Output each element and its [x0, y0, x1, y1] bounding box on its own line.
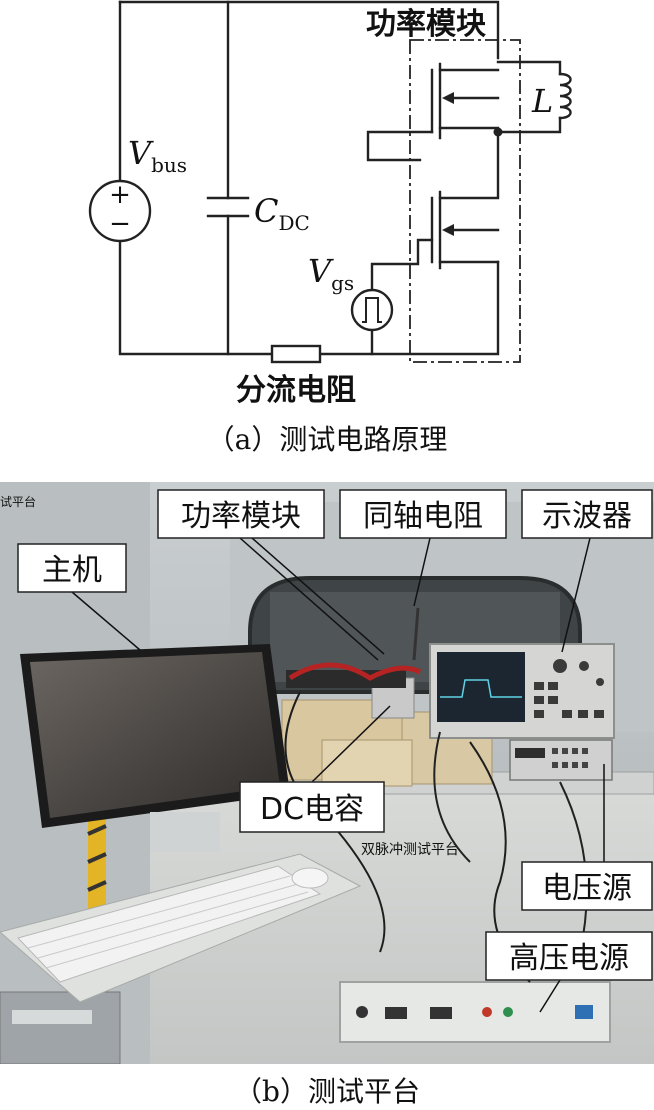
leader-power-module-1 — [239, 537, 379, 661]
callout-oscilloscope: 示波器 — [521, 489, 653, 539]
svg-text:同轴电阻: 同轴电阻 — [363, 499, 483, 534]
leader-oscilloscope — [561, 537, 591, 653]
oscilloscope-screen — [437, 652, 525, 722]
mouse — [291, 867, 329, 889]
callout-dc-capacitor: DC电容 — [239, 781, 385, 833]
svg-text:主机: 主机 — [42, 553, 102, 588]
shunt-label: 分流电阻 — [236, 373, 356, 408]
caption-b: （b）测试平台 — [234, 1075, 420, 1108]
coax-probe — [412, 607, 420, 661]
svg-text:高压电源: 高压电源 — [509, 941, 629, 976]
pulse-source — [350, 288, 394, 332]
callout-hv-supply: 高压电源 — [485, 931, 653, 981]
vbus-label: Vbus — [128, 134, 187, 177]
test-platform-photo: 试平台 双脉冲测试平台 — [0, 482, 654, 1064]
svg-text:DC电容: DC电容 — [260, 792, 364, 827]
callout-voltage-source: 电压源 — [521, 861, 653, 911]
svg-text:功率模块: 功率模块 — [181, 499, 301, 534]
cardboard-box-front — [321, 739, 413, 787]
cable-3 — [433, 731, 471, 863]
callout-coax-resistor: 同轴电阻 — [339, 489, 507, 539]
hv-knob-green — [503, 1007, 513, 1017]
wire-inductor-bottom — [496, 116, 562, 134]
circuit-diagram: + − 功率模块 L Vbus CDC Vgs 分流电阻 — [88, 0, 572, 408]
source-minus-sign: − — [109, 209, 131, 239]
caption-a: （a）测试电路原理 — [206, 423, 448, 456]
leader-coax — [413, 537, 431, 607]
leader-dc-capacitor — [311, 705, 391, 783]
bottom-left-slot — [12, 1010, 92, 1024]
source-plus-sign: + — [109, 180, 131, 210]
wire-vgs-top — [370, 238, 434, 292]
wire-left-bottom — [118, 240, 274, 356]
svg-text:示波器: 示波器 — [542, 499, 632, 534]
leader-hv-supply — [539, 979, 561, 1013]
power-module-label: 功率模块 — [366, 7, 486, 42]
hv-display-2 — [430, 1007, 452, 1019]
wire-inductor-top — [496, 60, 562, 76]
callout-host: 主机 — [17, 543, 127, 593]
leader-host — [71, 591, 141, 651]
power-module-boundary — [409, 39, 521, 363]
hv-connector — [575, 1005, 593, 1019]
voltage-source-object — [509, 739, 613, 781]
oscilloscope-trace — [440, 679, 522, 698]
pulse-icon — [362, 297, 382, 323]
hv-display-1 — [385, 1007, 407, 1019]
inductor-label: L — [531, 82, 553, 120]
wire-upper-gate — [366, 130, 434, 162]
cabinet-panel-text: 双脉冲测试平台 — [361, 842, 459, 858]
oscilloscope-buttons — [534, 659, 604, 718]
inductor-coil — [558, 72, 572, 120]
leader-power-module-2 — [251, 537, 385, 655]
voltage-source-buttons — [552, 748, 588, 768]
callout-power-module: 功率模块 — [157, 489, 325, 539]
voltage-source-display — [515, 748, 545, 758]
shunt-resistor — [270, 344, 322, 364]
red-cables — [288, 662, 422, 681]
host-monitor-screen — [30, 652, 280, 818]
cdc-label: CDC — [254, 192, 310, 235]
hv-knob-1 — [356, 1006, 368, 1018]
svg-text:电压源: 电压源 — [542, 871, 632, 906]
hv-knob-red — [482, 1007, 492, 1017]
corner-text: 试平台 — [0, 494, 36, 509]
mosfet-upper-arrow — [442, 92, 454, 104]
mosfet-lower-arrow — [442, 224, 454, 236]
keyboard-keys — [27, 875, 309, 969]
bottom-left-device — [0, 991, 121, 1064]
keyboard — [17, 865, 322, 983]
wire-bottom-right — [318, 260, 500, 356]
vgs-label: Vgs — [308, 252, 354, 295]
dc-voltage-source — [88, 179, 152, 243]
monitor-stand — [150, 812, 220, 852]
junction-dot — [493, 127, 503, 137]
hv-supply-unit — [339, 981, 611, 1043]
